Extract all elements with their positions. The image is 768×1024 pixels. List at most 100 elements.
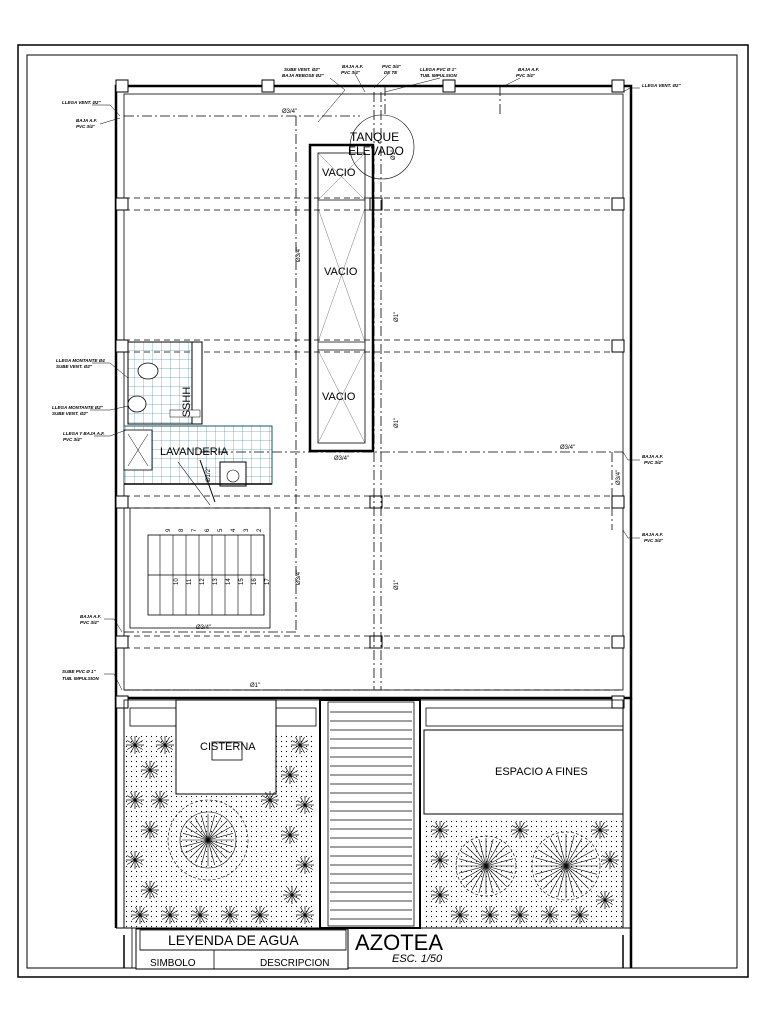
stair-step-number: 3: [244, 528, 250, 532]
shrub-icon: [151, 791, 169, 809]
espacio-label: ESPACIO A FINES: [495, 766, 588, 778]
shrub-icon: [541, 906, 559, 924]
toilet-icon: [137, 362, 159, 380]
shrub-icon: [431, 886, 449, 904]
lavanderia-room: [123, 425, 273, 506]
dim-vert-mid1: Ø1": [394, 312, 400, 322]
vacio-label-1: VACIO: [322, 167, 356, 179]
shrub-icon: [431, 851, 449, 869]
sshh-label: SSHH: [181, 387, 193, 418]
stair-step-number: 2: [257, 528, 263, 532]
title-block: LEYENDA DE AGUA SIMBOLO DESCRIPCION AZOT…: [135, 928, 443, 970]
shrub-icon: [296, 906, 314, 924]
note-left-1: LLEGA VENT. Ø2": [62, 100, 102, 105]
tank-circle: [349, 114, 415, 180]
note-top-3b: DE TE: [384, 70, 398, 75]
shrub-icon: [141, 761, 159, 779]
stair-step-number: 16: [252, 578, 258, 585]
stair-step-number: 4: [231, 528, 237, 532]
legend-descripcion: DESCRIPCION: [260, 958, 329, 969]
sink-icon: [127, 395, 147, 413]
shrub-icon: [161, 906, 179, 924]
dim-low-v: Ø3/4": [296, 570, 302, 585]
dim-mid: Ø3/4": [334, 456, 349, 462]
vacio-label-2: VACIO: [324, 266, 358, 278]
note-right-1a: BAJA A.F.: [642, 454, 663, 459]
shrub-icon: [261, 791, 279, 809]
sshh-bathroom: [127, 341, 203, 425]
note-top-3a: PVC 3/4": [382, 64, 402, 69]
note-left-5b: PVC 3/4": [63, 437, 83, 442]
cisterna-lid: [211, 741, 243, 761]
note-left-3b: SUBE VENT. Ø2": [56, 364, 93, 369]
note-left-4a: LLEGA MONTANTE Ø2": [52, 405, 104, 410]
note-left-7b: TUB. IMPULSION: [62, 676, 99, 681]
shrub-icon: [591, 821, 609, 839]
note-left-3a: LLEGA MONTANTE Ø4: [56, 358, 105, 363]
stair-step-number: 6: [205, 528, 211, 532]
pipe-diameters: Ø3/4" Ø1" Ø3/4" Ø1" Ø1" Ø3/4" Ø3/4" Ø3/4…: [196, 109, 622, 689]
note-left-4b: SUBE VENT. Ø2": [52, 411, 89, 416]
dim-bottom: Ø1": [250, 683, 260, 689]
shrub-icon: [511, 906, 529, 924]
dim-lav: Ø1/2": [206, 467, 212, 482]
stair-step-number: 17: [265, 578, 271, 585]
room-labels: TANQUE ELEVADO VACIO VACIO VACIO SSHH LA…: [160, 130, 588, 778]
legend-title: LEYENDA DE AGUA: [168, 932, 299, 948]
stair-step-number: 12: [200, 578, 206, 585]
vacio-shaft: [308, 143, 375, 453]
note-left-2a: BAJA A.F.: [76, 118, 97, 123]
note-right-2a: BAJA A.F.: [642, 532, 663, 537]
shrub-icon: [283, 886, 301, 904]
shrub-icon: [281, 766, 299, 784]
annotation-notes: SUBE VENT. Ø2" BAJA REBOSE Ø2" BAJA A.F.…: [52, 64, 682, 681]
shrub-icon: [251, 906, 269, 924]
lavanderia-label: LAVANDERIA: [160, 446, 229, 458]
stair-step-number: 15: [239, 578, 245, 585]
dim-vert-mid2: Ø1": [394, 418, 400, 428]
sheet-border-outer: [17, 44, 749, 978]
note-top-4a: LLEGA PVC Ø 1": [420, 67, 457, 72]
shrub-icon: [601, 851, 619, 869]
shrub-icon: [296, 796, 314, 814]
stair-step-number: 11: [187, 578, 193, 585]
stair-step-number: 13: [213, 578, 219, 585]
note-top-right: LLEGA VENT. Ø2": [642, 83, 682, 88]
shrub-icon: [126, 736, 144, 754]
stair-step-number: 14: [226, 578, 232, 585]
tanque-label: TANQUE: [350, 130, 399, 144]
shrub-icon: [141, 821, 159, 839]
note-top-5a: BAJA A.F.: [518, 67, 539, 72]
note-left-6b: PVC 3/4": [80, 620, 100, 625]
lower-zone: [123, 699, 624, 929]
note-top-5b: PVC 3/4": [516, 73, 536, 78]
dashed-beams: [124, 197, 623, 691]
shrub-icon: [281, 826, 299, 844]
garden-right-dots: [426, 818, 623, 928]
dim-tank: Ø1": [391, 150, 397, 160]
stair-step-number: 5: [218, 528, 224, 532]
shrub-icon: [451, 906, 469, 924]
structural-columns: [115, 79, 625, 709]
dim-top: Ø3/4": [282, 109, 297, 115]
legend-simbolo: SIMBOLO: [150, 958, 196, 969]
note-top-2b: PVC 3/4": [341, 70, 361, 75]
sheet-title: AZOTEA: [355, 930, 443, 955]
shrub-icon: [221, 906, 239, 924]
shrub-icon: [291, 736, 309, 754]
shrub-icon: [131, 906, 149, 924]
shrub-icon: [156, 736, 174, 754]
note-right-2b: PVC 3/4": [644, 538, 664, 543]
dim-low-mid: Ø1": [394, 580, 400, 590]
shrub-icon: [431, 821, 449, 839]
shrub-icon: [141, 881, 159, 899]
dim-right: Ø3/4": [560, 445, 575, 451]
garden-shrubs: [126, 736, 619, 924]
shrub-icon: [511, 821, 529, 839]
cisterna-label: CISTERNA: [200, 741, 256, 753]
shrub-icon: [571, 906, 589, 924]
dim-vert-left: Ø3/4": [296, 247, 302, 262]
stair-step-number: 8: [179, 528, 185, 532]
